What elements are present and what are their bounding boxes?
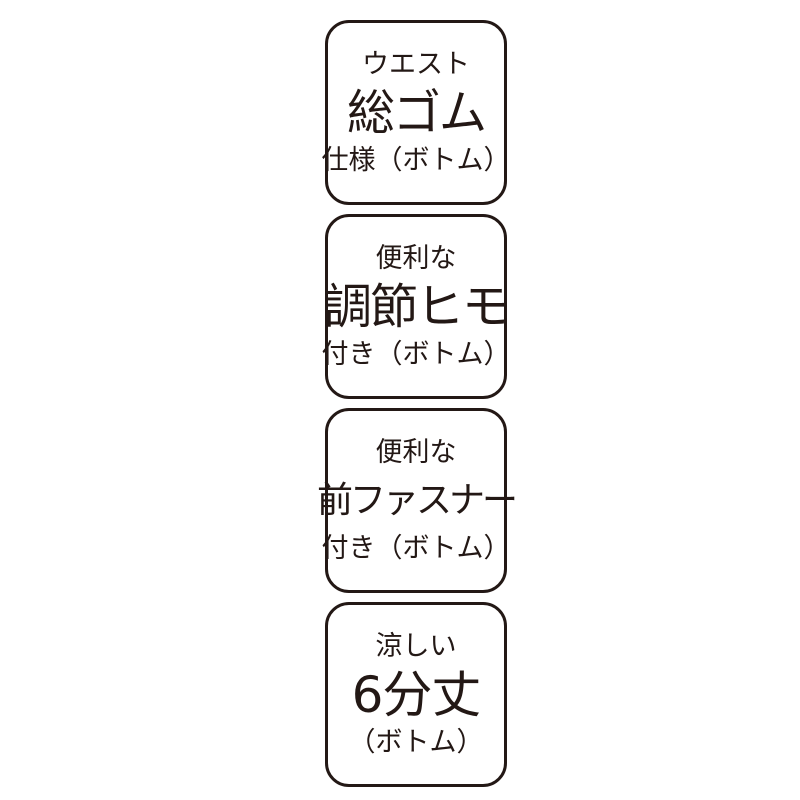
badge-main-text: 調節ヒモ (324, 278, 510, 335)
badge-top-text: 便利な (375, 242, 457, 274)
badge-bottom-text: 付き（ボトム） (321, 338, 511, 370)
badge-bottom-text: 付き（ボトム） (321, 532, 511, 564)
feature-badge-front-zipper: 便利な 前ファスナー 付き（ボトム） (317, 408, 518, 593)
badge-top-text: 涼しい (375, 630, 457, 662)
feature-badge-stack: ウエスト 総ゴム 仕様（ボトム） 便利な 調節ヒモ 付き（ボトム） 便利な 前フ… (317, 20, 518, 787)
badge-main-text: 6分丈 (351, 665, 482, 724)
badge-top-text: ウエスト (362, 48, 470, 80)
feature-badge-waist-elastic: ウエスト 総ゴム 仕様（ボトム） (322, 20, 511, 205)
feature-badge-adjust-string: 便利な 調節ヒモ 付き（ボトム） (322, 214, 511, 399)
badge-top-text: 便利な (375, 436, 457, 468)
badge-bottom-text: （ボトム） (348, 726, 484, 758)
badge-main-text: 前ファスナー (317, 479, 518, 521)
badge-main-text: 総ゴム (346, 84, 487, 141)
feature-badge-cropped-length: 涼しい 6分丈 （ボトム） (325, 602, 507, 787)
badge-bottom-text: 仕様（ボトム） (321, 144, 511, 176)
